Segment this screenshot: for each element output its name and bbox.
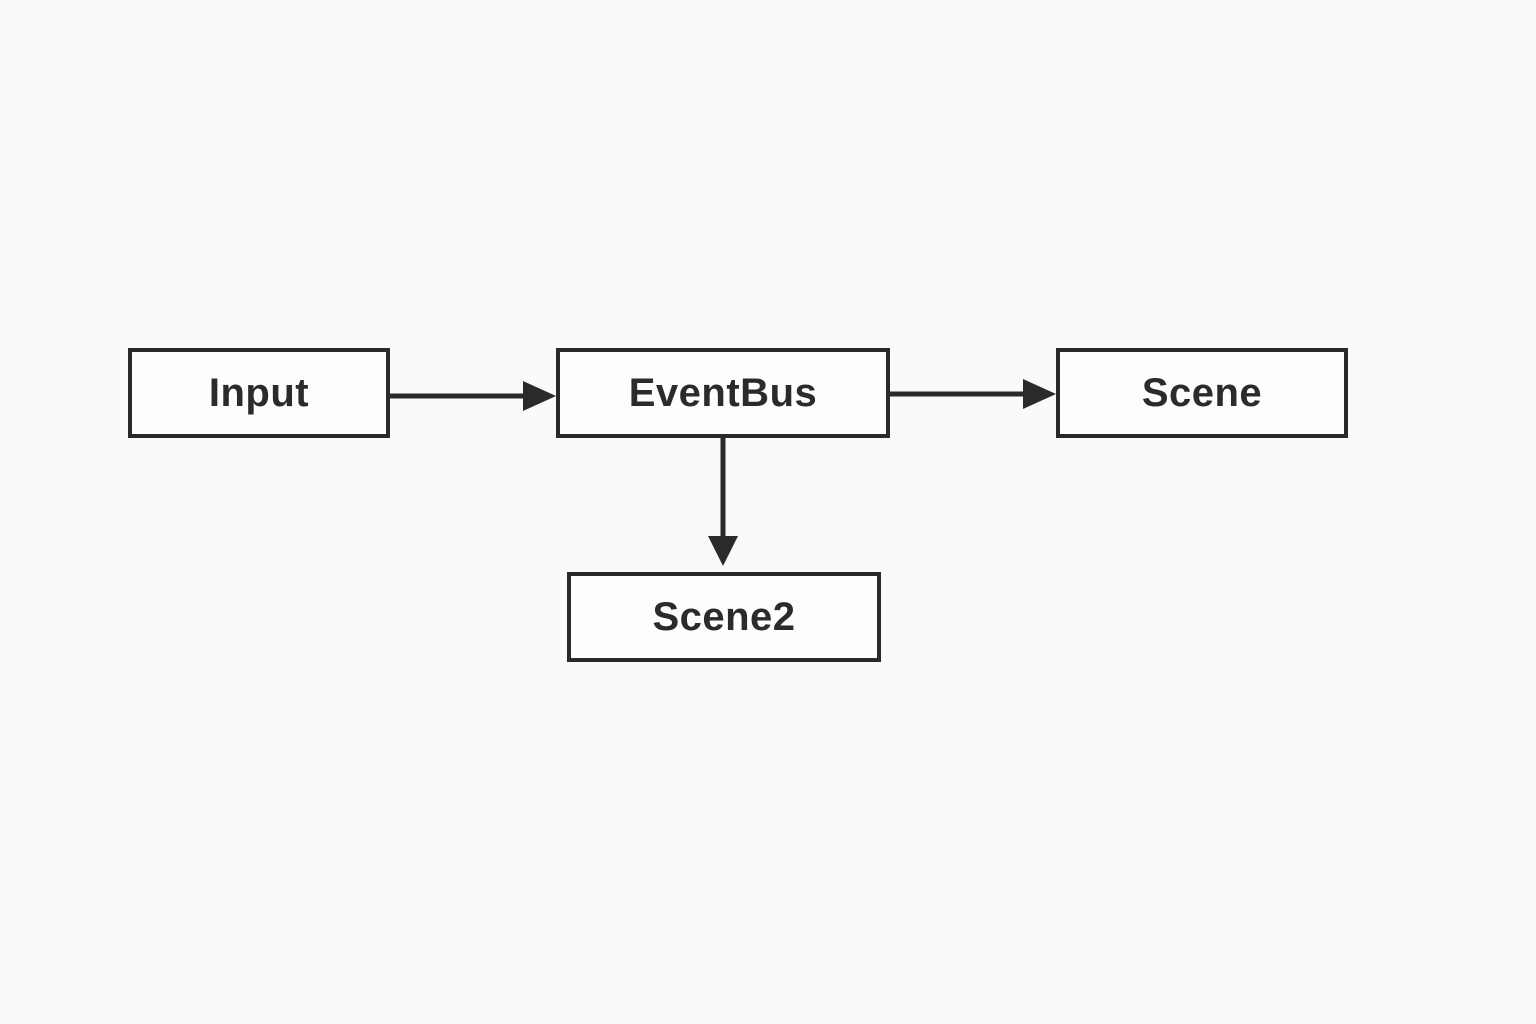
arrowhead-icon bbox=[708, 536, 738, 566]
node-input-label: Input bbox=[208, 370, 310, 415]
arrow-input-to-eventbus bbox=[390, 381, 556, 411]
arrow-eventbus-to-scene2 bbox=[708, 437, 738, 566]
node-scene2-label: Scene2 bbox=[652, 594, 796, 639]
node-input: Input bbox=[128, 348, 390, 438]
node-eventbus: EventBus bbox=[556, 348, 890, 438]
node-scene-label: Scene bbox=[1141, 370, 1263, 415]
arrowhead-icon bbox=[1023, 379, 1056, 409]
arrow-eventbus-to-scene bbox=[890, 379, 1056, 409]
node-eventbus-label: EventBus bbox=[628, 370, 818, 415]
arrowhead-icon bbox=[523, 381, 556, 411]
node-scene: Scene bbox=[1056, 348, 1348, 438]
node-scene2: Scene2 bbox=[567, 572, 881, 662]
